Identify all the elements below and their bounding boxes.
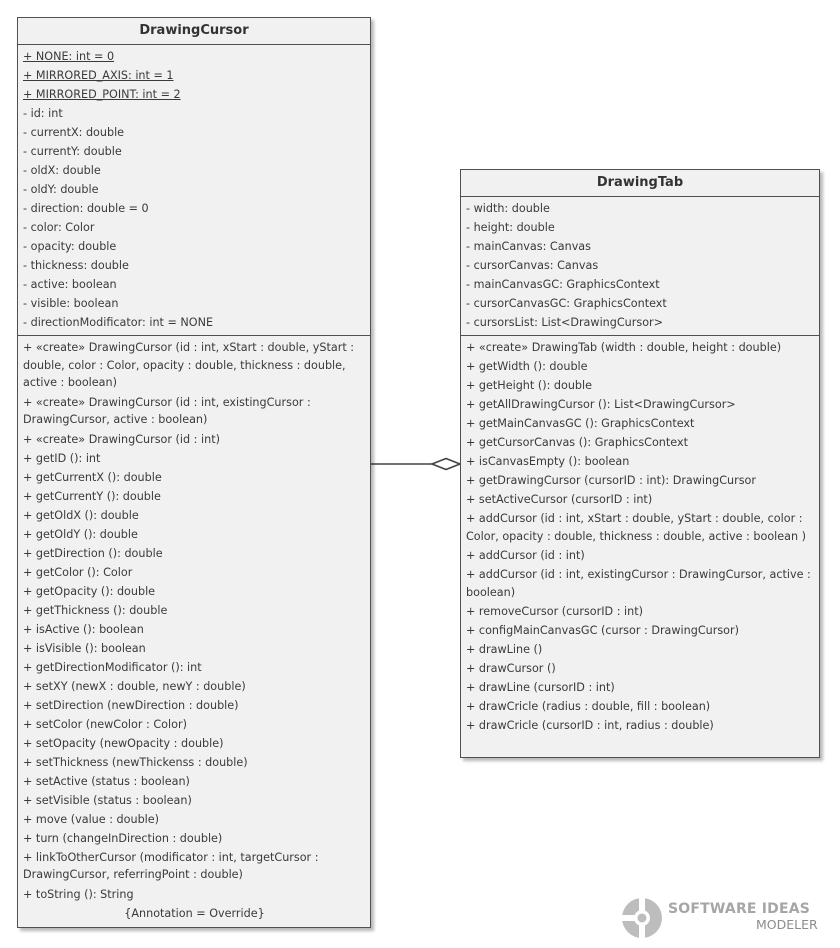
operation: + getAllDrawingCursor (): List<DrawingCu… — [466, 398, 736, 411]
operation: + «create» DrawingCursor (id : int, exis… — [23, 395, 311, 427]
operations-section: + «create» DrawingCursor (id : int, xSta… — [18, 335, 370, 926]
operations-section: + «create» DrawingTab (width : double, h… — [461, 335, 819, 738]
attribute: - currentX: double — [23, 126, 125, 139]
operation: + drawCricle (radius : double, fill : bo… — [466, 700, 711, 713]
operation: + move (value : double) — [23, 812, 160, 826]
attribute: - thickness: double — [23, 259, 129, 272]
class-name: DrawingTab — [461, 170, 819, 197]
attribute: - oldY: double — [23, 183, 99, 196]
operation: + getCursorCanvas (): GraphicsContext — [466, 436, 688, 449]
operation: + removeCursor (cursorID : int) — [466, 605, 643, 618]
class-name: DrawingCursor — [18, 18, 370, 45]
operation: + setDirection (newDirection : double) — [23, 698, 239, 712]
operation: + getDirectionModificator (): int — [23, 660, 202, 674]
attribute: - mainCanvas: Canvas — [466, 240, 591, 253]
operation: + configMainCanvasGC (cursor : DrawingCu… — [466, 624, 739, 637]
operation: + isVisible (): boolean — [23, 641, 146, 655]
operation: + isActive (): boolean — [23, 622, 144, 636]
operation: + «create» DrawingTab (width : double, h… — [466, 341, 782, 354]
attribute: - cursorCanvas: Canvas — [466, 259, 599, 272]
operation: + setVisible (status : boolean) — [23, 793, 192, 807]
operation: + getWidth (): double — [466, 360, 588, 373]
operation: + getOldX (): double — [23, 508, 139, 522]
operation: + addCursor (id : int, xStart : double, … — [466, 512, 807, 543]
operation: + drawLine () — [466, 643, 543, 656]
static-attribute: + MIRRORED_AXIS: int = 1 — [23, 69, 174, 82]
operation: + setThickness (newThickenss : double) — [23, 755, 248, 769]
attribute: - mainCanvasGC: GraphicsContext — [466, 278, 660, 291]
operation: + drawCricle (cursorID : int, radius : d… — [466, 719, 714, 732]
operation: + getMainCanvasGC (): GraphicsContext — [466, 417, 695, 430]
attribute: - oldX: double — [23, 164, 101, 177]
operation: + setOpacity (newOpacity : double) — [23, 736, 224, 750]
operation: + getThickness (): double — [23, 603, 168, 617]
operation: + getColor (): Color — [23, 565, 133, 579]
operation: + getOldY (): double — [23, 527, 138, 541]
attribute: - cursorCanvasGC: GraphicsContext — [466, 297, 667, 310]
operation: + setActive (status : boolean) — [23, 774, 190, 788]
operation: + getHeight (): double — [466, 379, 593, 392]
aggregation-diamond — [429, 457, 463, 471]
operation: + «create» DrawingCursor (id : int, xSta… — [23, 341, 355, 389]
static-attribute: + NONE: int = 0 — [23, 50, 115, 63]
operation: + turn (changeInDirection : double) — [23, 831, 223, 845]
operation: + drawCursor () — [466, 662, 556, 675]
logo-icon — [620, 896, 662, 940]
static-attribute: + MIRRORED_POINT: int = 2 — [23, 88, 181, 101]
software-ideas-modeler-logo: SOFTWARE IDEAS MODELER — [620, 896, 835, 940]
attribute: - active: boolean — [23, 278, 117, 291]
attribute: - visible: boolean — [23, 297, 119, 310]
attribute: - direction: double = 0 — [23, 202, 149, 215]
operation: + toString (): String — [23, 887, 134, 901]
operation: + setXY (newX : double, newY : double) — [23, 679, 246, 693]
operation: + getDirection (): double — [23, 546, 163, 560]
attribute: - height: double — [466, 221, 555, 234]
attribute: - color: Color — [23, 221, 95, 234]
operation: + isCanvasEmpty (): boolean — [466, 455, 630, 468]
logo-text-top: SOFTWARE IDEAS — [668, 901, 811, 917]
operation: + getCurrentY (): double — [23, 489, 161, 503]
operation: + «create» DrawingCursor (id : int) — [23, 432, 220, 446]
attribute: - directionModificator: int = NONE — [23, 316, 214, 329]
attribute: - id: int — [23, 107, 63, 120]
logo-text-bottom: MODELER — [756, 917, 818, 932]
attribute: - cursorsList: List<DrawingCursor> — [466, 316, 664, 329]
operation: + addCursor (id : int) — [466, 549, 585, 562]
operation: + linkToOtherCursor (modificator : int, … — [23, 850, 319, 882]
operation: + drawLine (cursorID : int) — [466, 681, 615, 694]
attribute: - width: double — [466, 202, 550, 215]
operation: + addCursor (id : int, existingCursor : … — [466, 568, 811, 599]
operation: + getDrawingCursor (cursorID : int): Dra… — [466, 474, 756, 487]
class-drawing-tab[interactable]: DrawingTab - width: double - height: dou… — [460, 169, 820, 758]
attribute: - currentY: double — [23, 145, 122, 158]
class-drawing-cursor[interactable]: DrawingCursor + NONE: int = 0 + MIRRORED… — [17, 17, 371, 928]
annotation: {Annotation = Override} — [124, 906, 265, 920]
attributes-section: - width: double - height: double - mainC… — [461, 197, 819, 335]
operation: + setColor (newColor : Color) — [23, 717, 187, 731]
static-attributes-section: + NONE: int = 0 + MIRRORED_AXIS: int = 1… — [18, 45, 370, 335]
attribute: - opacity: double — [23, 240, 117, 253]
operation: + getCurrentX (): double — [23, 470, 162, 484]
operation: + setActiveCursor (cursorID : int) — [466, 493, 653, 506]
operation: + getOpacity (): double — [23, 584, 156, 598]
operation: + getID (): int — [23, 451, 101, 465]
